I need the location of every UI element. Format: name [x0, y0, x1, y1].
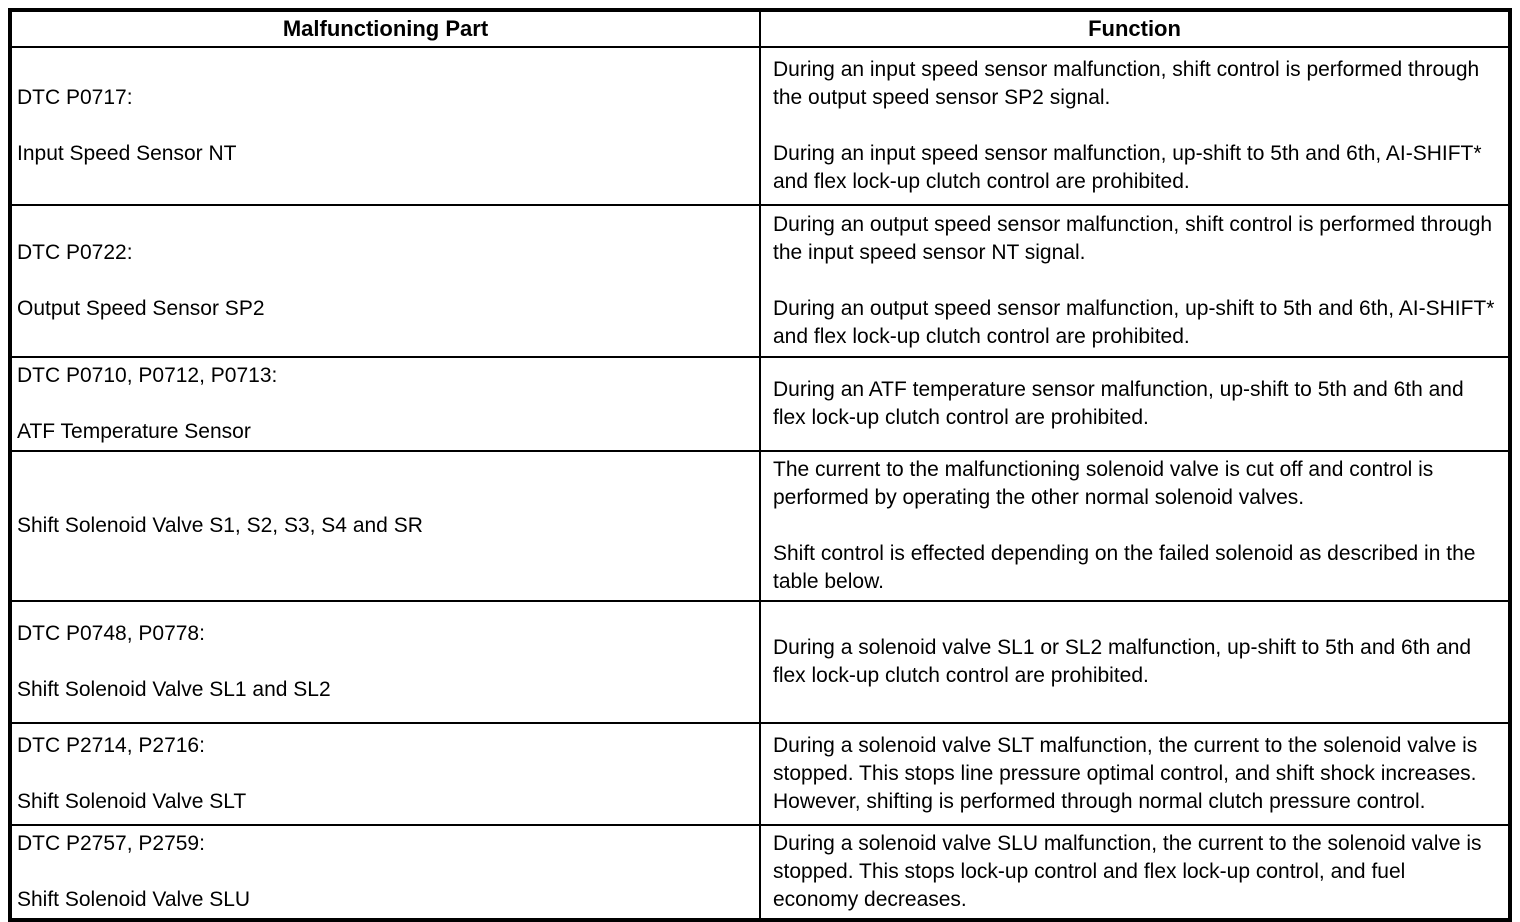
- function-paragraph: During a solenoid valve SLU malfunction,…: [773, 832, 1482, 911]
- part-line: Shift Solenoid Valve S1, S2, S3, S4 and …: [17, 514, 423, 537]
- part-cell: DTC P0717: Input Speed Sensor NT: [9, 46, 761, 206]
- part-cell: DTC P0710, P0712, P0713: ATF Temperature…: [9, 356, 761, 452]
- function-cell: During an ATF temperature sensor malfunc…: [759, 356, 1511, 452]
- part-line: DTC P2714, P2716:: [17, 734, 205, 757]
- malfunction-function-table: Malfunctioning Part Function DTC P0717: …: [8, 8, 1512, 922]
- part-line: Input Speed Sensor NT: [17, 142, 237, 165]
- function-cell: During an input speed sensor malfunction…: [759, 46, 1511, 206]
- part-line: DTC P0722:: [17, 241, 133, 264]
- table-row: DTC P2757, P2759: Shift Solenoid Valve S…: [9, 824, 1511, 921]
- part-line: Output Speed Sensor SP2: [17, 297, 265, 320]
- part-cell: DTC P0722: Output Speed Sensor SP2: [9, 204, 761, 358]
- part-line: Shift Solenoid Valve SLT: [17, 790, 247, 813]
- part-line: DTC P0748, P0778:: [17, 622, 205, 645]
- function-paragraph: During an output speed sensor malfunctio…: [773, 297, 1495, 348]
- function-cell: During an output speed sensor malfunctio…: [759, 204, 1511, 358]
- function-cell: During a solenoid valve SL1 or SL2 malfu…: [759, 600, 1511, 724]
- function-paragraph: During an input speed sensor malfunction…: [773, 142, 1482, 193]
- function-paragraph: During an ATF temperature sensor malfunc…: [773, 378, 1464, 429]
- table-row: DTC P0710, P0712, P0713: ATF Temperature…: [9, 356, 1511, 452]
- function-paragraph: During a solenoid valve SL1 or SL2 malfu…: [773, 636, 1472, 687]
- part-cell: Shift Solenoid Valve S1, S2, S3, S4 and …: [9, 450, 761, 602]
- function-paragraph: During an input speed sensor malfunction…: [773, 58, 1480, 109]
- part-line: Shift Solenoid Valve SL1 and SL2: [17, 678, 331, 701]
- function-paragraph: The current to the malfunctioning soleno…: [773, 458, 1434, 509]
- part-line: DTC P0710, P0712, P0713:: [17, 364, 278, 387]
- table-row: Shift Solenoid Valve S1, S2, S3, S4 and …: [9, 450, 1511, 602]
- header-function: Function: [759, 9, 1511, 48]
- part-cell: DTC P0748, P0778: Shift Solenoid Valve S…: [9, 600, 761, 724]
- part-line: DTC P0717:: [17, 86, 133, 109]
- table-row: DTC P2714, P2716: Shift Solenoid Valve S…: [9, 722, 1511, 826]
- function-paragraph: During a solenoid valve SLT malfunction,…: [773, 734, 1478, 813]
- part-line: Shift Solenoid Valve SLU: [17, 888, 251, 911]
- header-row: Malfunctioning Part Function: [9, 9, 1511, 48]
- table-row: DTC P0722: Output Speed Sensor SP2 Durin…: [9, 204, 1511, 358]
- part-cell: DTC P2757, P2759: Shift Solenoid Valve S…: [9, 824, 761, 921]
- function-cell: During a solenoid valve SLU malfunction,…: [759, 824, 1511, 921]
- header-malfunctioning-part: Malfunctioning Part: [9, 9, 761, 48]
- part-cell: DTC P2714, P2716: Shift Solenoid Valve S…: [9, 722, 761, 826]
- function-cell: The current to the malfunctioning soleno…: [759, 450, 1511, 602]
- table-row: DTC P0748, P0778: Shift Solenoid Valve S…: [9, 600, 1511, 724]
- table-row: DTC P0717: Input Speed Sensor NT During …: [9, 46, 1511, 206]
- function-paragraph: During an output speed sensor malfunctio…: [773, 213, 1493, 264]
- function-paragraph: Shift control is effected depending on t…: [773, 542, 1476, 593]
- function-cell: During a solenoid valve SLT malfunction,…: [759, 722, 1511, 826]
- part-line: ATF Temperature Sensor: [17, 420, 251, 443]
- part-line: DTC P2757, P2759:: [17, 832, 205, 855]
